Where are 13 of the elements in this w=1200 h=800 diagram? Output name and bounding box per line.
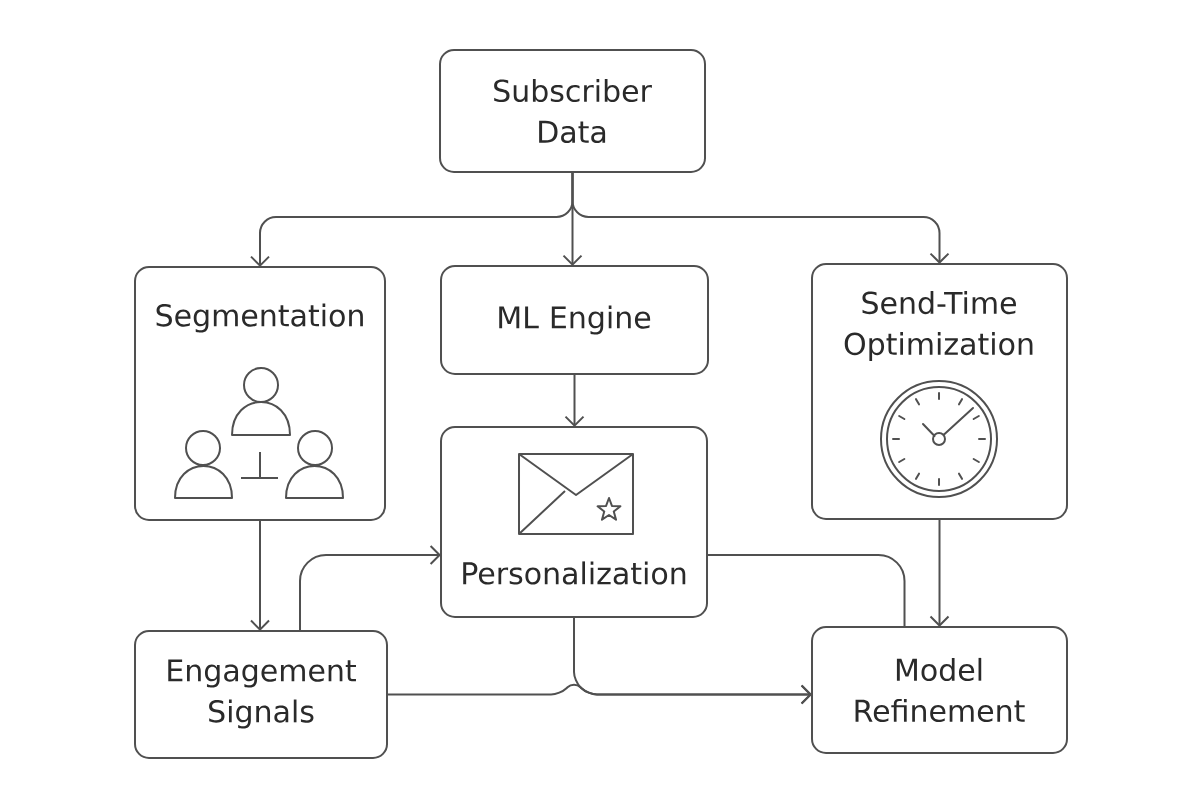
arrow bbox=[929, 518, 950, 627]
process-box: Send-Time Optimization bbox=[811, 263, 1068, 520]
arrow bbox=[299, 545, 441, 632]
process-box: Personalization bbox=[440, 426, 708, 618]
process-box: Subscriber Data bbox=[439, 49, 706, 173]
arrow bbox=[564, 373, 585, 427]
arrow bbox=[573, 616, 812, 705]
arrow bbox=[571, 171, 950, 264]
process-box: Segmentation bbox=[134, 266, 386, 521]
process-box: Engagement Signals bbox=[134, 630, 388, 759]
arrow bbox=[250, 519, 270, 631]
process-box: ML Engine bbox=[440, 265, 709, 375]
process-box: Model Refinement bbox=[811, 626, 1068, 754]
